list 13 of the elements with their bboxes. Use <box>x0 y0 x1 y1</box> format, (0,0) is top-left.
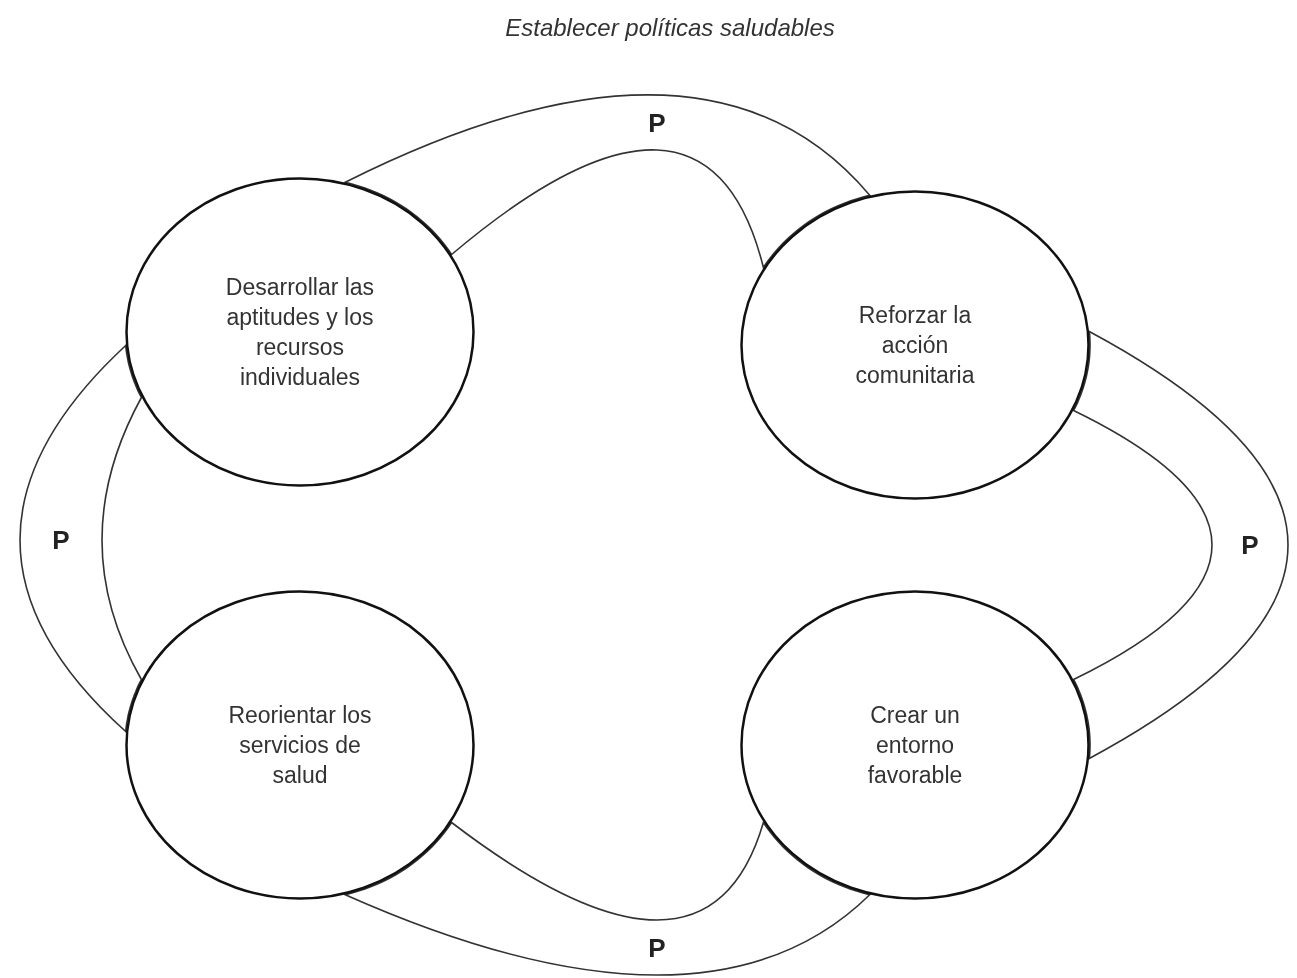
ellipse-node <box>125 590 475 900</box>
ellipse-node <box>125 177 475 487</box>
connector-band <box>344 821 871 976</box>
connector-band <box>19 344 143 733</box>
node-text: Reorientar los servicios de salud <box>227 701 373 790</box>
node-text: Desarrollar las aptitudes y los recursos individuales <box>224 273 376 392</box>
node-text: Reforzar la acción comunitaria <box>854 301 976 390</box>
node-text: Crear un entorno favorable <box>866 701 964 790</box>
connector-band <box>1072 330 1289 760</box>
connector-band <box>344 94 871 269</box>
diagram-title: Establecer políticas saludables <box>504 13 836 43</box>
ellipse-node <box>740 590 1090 900</box>
ellipse-node <box>740 190 1090 500</box>
